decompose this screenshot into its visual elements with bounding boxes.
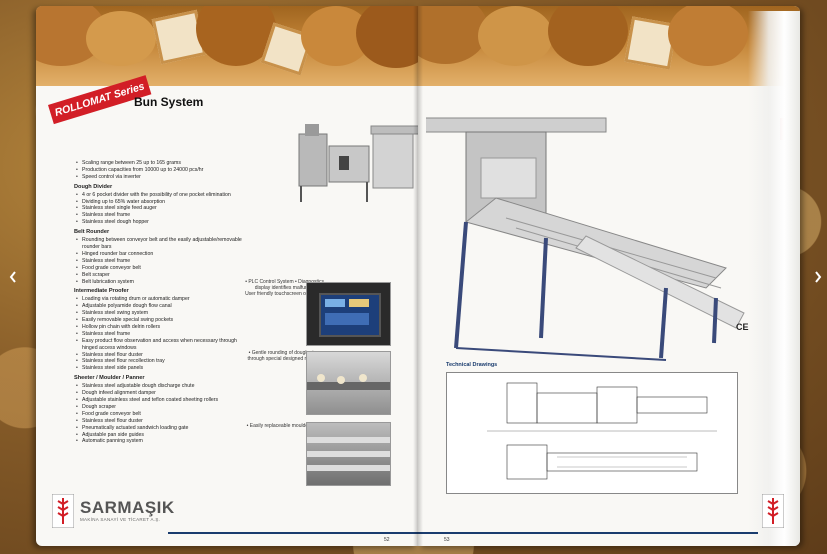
bread-header-image (36, 6, 418, 86)
page-number: 53 (444, 537, 450, 543)
logo-text: SARMAŞIK (80, 498, 175, 517)
list-item: Rounding between conveyor belt and the e… (76, 237, 249, 251)
ce-mark: CE (736, 322, 749, 332)
section-heading: Sheeter / Moulder / Panner (74, 375, 145, 382)
list-item: Belt scraper (76, 272, 249, 279)
chevron-left-icon (9, 271, 16, 283)
list-item: Hinged rounder bar connection (76, 251, 249, 258)
technical-drawings-title: Technical Drawings (446, 362, 498, 368)
section-heading: Dough Divider (74, 183, 113, 190)
list-item: Stainless steel flour duster (76, 418, 249, 425)
list-item: Loading via rotating drum or automatic d… (76, 296, 249, 303)
list-item: Production capacities from 10000 up to 2… (76, 167, 249, 174)
list-item: Dividing up to 65% water absorption (76, 199, 249, 206)
list-item: Belt lubrication system (76, 279, 249, 286)
list-item: Stainless steel swing system (76, 310, 249, 317)
bread-header-image (418, 6, 800, 86)
list-item: Stainless steel flour duster (76, 352, 249, 359)
logo-subtitle: MAKİNA SANAYİ VE TİCARET A.Ş. (80, 517, 161, 522)
list-item: Scaling range between 25 up to 165 grams (76, 160, 249, 167)
page-curl[interactable] (748, 11, 800, 546)
list-item: Stainless steel single feed auger (76, 205, 249, 212)
section-heading: Belt Rounder (74, 229, 110, 236)
list-item: Food grade conveyor belt (76, 265, 249, 272)
list-item: Easily removable special swing pockets (76, 317, 249, 324)
list-item: Stainless steel frame (76, 258, 249, 265)
divider-machine-photo (298, 124, 418, 202)
list-item: Automatic panning system (76, 438, 249, 445)
list-item: Adjustable polyamide dough flow canal (76, 303, 249, 310)
book-spine (413, 6, 423, 546)
technical-drawing (446, 372, 738, 494)
list-item: Stainless steel flour recollection tray (76, 358, 249, 365)
wheat-logo-icon (762, 494, 784, 528)
section-heading: Intermediate Proofer (74, 288, 129, 295)
prev-page-button[interactable] (8, 270, 18, 284)
list-item: 4 or 6 pocket divider with the possibili… (76, 192, 249, 199)
flipbook[interactable]: ROLLOMAT Series Bun System Scaling range… (28, 6, 808, 548)
wheat-logo-icon (52, 494, 74, 528)
footer-divider (168, 532, 418, 534)
touchscreen-photo (306, 282, 391, 346)
list-item: Dough infeed alignment damper (76, 390, 249, 397)
list-item: Adjustable pan side guides (76, 432, 249, 439)
spec-list: Scaling range between 25 up to 165 grams… (74, 160, 249, 448)
list-item: Stainless steel adjustable dough dischar… (76, 383, 249, 390)
list-item: Stainless steel side panels (76, 365, 249, 372)
list-item: Stainless steel dough hopper (76, 219, 249, 226)
footer-divider (418, 532, 758, 534)
rounder-photo (306, 351, 391, 415)
chevron-right-icon (815, 271, 822, 283)
moulder-photo (306, 422, 391, 486)
list-item: Adjustable stainless steel and teflon co… (76, 397, 249, 404)
list-item: Food grade conveyor belt (76, 411, 249, 418)
next-page-button[interactable] (813, 270, 823, 284)
left-page[interactable]: ROLLOMAT Series Bun System Scaling range… (36, 6, 418, 546)
list-item: Dough scraper (76, 404, 249, 411)
moulder-caption: • Easily replaceable moulder board (246, 423, 324, 429)
list-item: Easy product flow observation and access… (76, 338, 249, 352)
page-title: Bun System (134, 95, 204, 109)
right-page[interactable]: CE Technical Drawings 53 (418, 6, 800, 546)
page-number: 52 (384, 537, 390, 543)
list-item: Stainless steel frame (76, 331, 249, 338)
list-item: Pneumatically actuated sandwich loading … (76, 425, 249, 432)
list-item: Speed control via inverter (76, 174, 249, 181)
list-item: Stainless steel frame (76, 212, 249, 219)
list-item: Hollow pin chain with delrin rollers (76, 324, 249, 331)
production-line-photo (426, 117, 745, 361)
